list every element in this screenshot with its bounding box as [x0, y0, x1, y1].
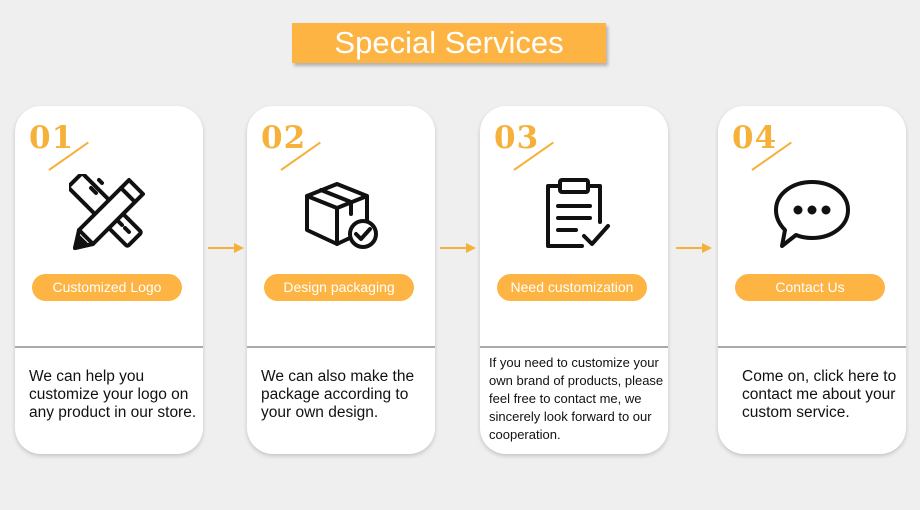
card-divider	[718, 346, 906, 348]
step-description: If you need to customize your own brand …	[489, 355, 664, 442]
step-description: We can help you customize your logo on a…	[29, 368, 197, 421]
package-check-icon	[301, 174, 381, 254]
service-card-need-customization: 03 Need customization If you need to cus…	[480, 106, 668, 454]
arrow-right-icon	[676, 242, 712, 254]
card-divider	[247, 346, 435, 348]
step-number: 01	[29, 120, 75, 156]
step-description: We can also make the package according t…	[261, 368, 415, 421]
card-divider	[480, 346, 668, 348]
arrow-right-icon	[440, 242, 476, 254]
service-card-design-packaging: 02 Design packaging We can also make the…	[247, 106, 435, 454]
card-divider	[15, 346, 203, 348]
design-packaging-button[interactable]: Design packaging	[264, 274, 414, 301]
pencil-ruler-icon	[66, 171, 149, 254]
arrow-right-icon	[208, 242, 244, 254]
step-number: 03	[494, 120, 540, 156]
page-title: Special Services	[292, 23, 606, 63]
step-number: 04	[732, 120, 778, 156]
contact-us-button[interactable]: Contact Us	[735, 274, 885, 301]
need-customization-button[interactable]: Need customization	[497, 274, 647, 301]
step-description: Come on, click here to contact me about …	[742, 368, 897, 421]
service-card-contact-us: 04 Contact Us Come on, click here to con…	[718, 106, 906, 454]
customized-logo-button[interactable]: Customized Logo	[32, 274, 182, 301]
service-card-customized-logo: 01 Customized Logo We can help you custo…	[15, 106, 203, 454]
chat-bubble-icon	[772, 174, 852, 254]
step-number: 02	[261, 120, 307, 156]
clipboard-check-icon	[534, 174, 614, 254]
